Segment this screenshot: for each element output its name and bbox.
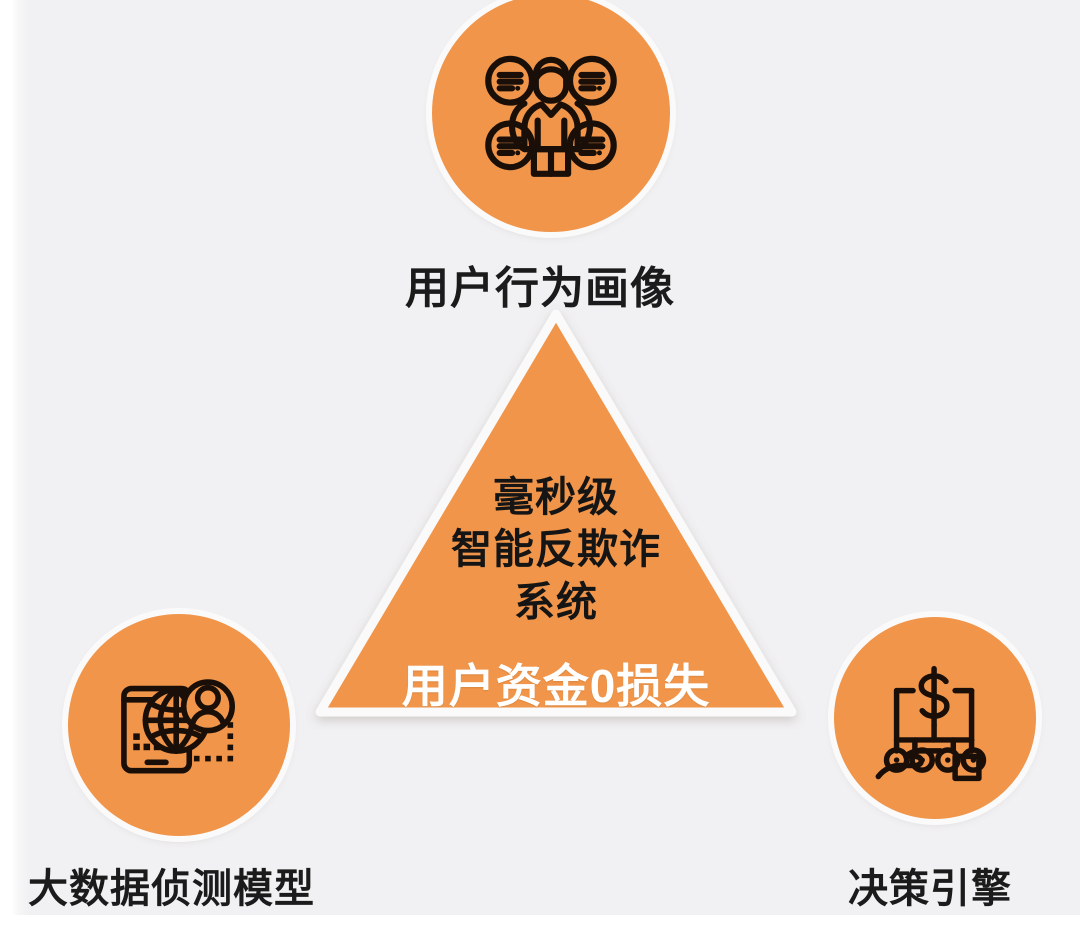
node-label-big-data-detection-model: 大数据侦测模型	[28, 867, 315, 911]
user-group-profile-icon	[475, 37, 627, 189]
bottom-edge-strip	[0, 915, 1080, 941]
node-badge-user-behavior-profile[interactable]	[432, 0, 670, 232]
node-label-decision-engine: 决策引擎	[848, 867, 1012, 911]
left-edge-strip	[0, 0, 30, 915]
dollar-decision-tree-hand-icon	[871, 654, 999, 782]
node-badge-big-data-detection-model[interactable]	[68, 614, 290, 836]
node-badge-decision-engine[interactable]	[834, 617, 1036, 819]
mobile-globe-user-icon	[109, 655, 249, 795]
node-label-user-behavior-profile: 用户行为画像	[405, 264, 675, 313]
center-triangle[interactable]: 毫秒级 智能反欺诈 系统 用户资金0损失	[306, 300, 806, 730]
